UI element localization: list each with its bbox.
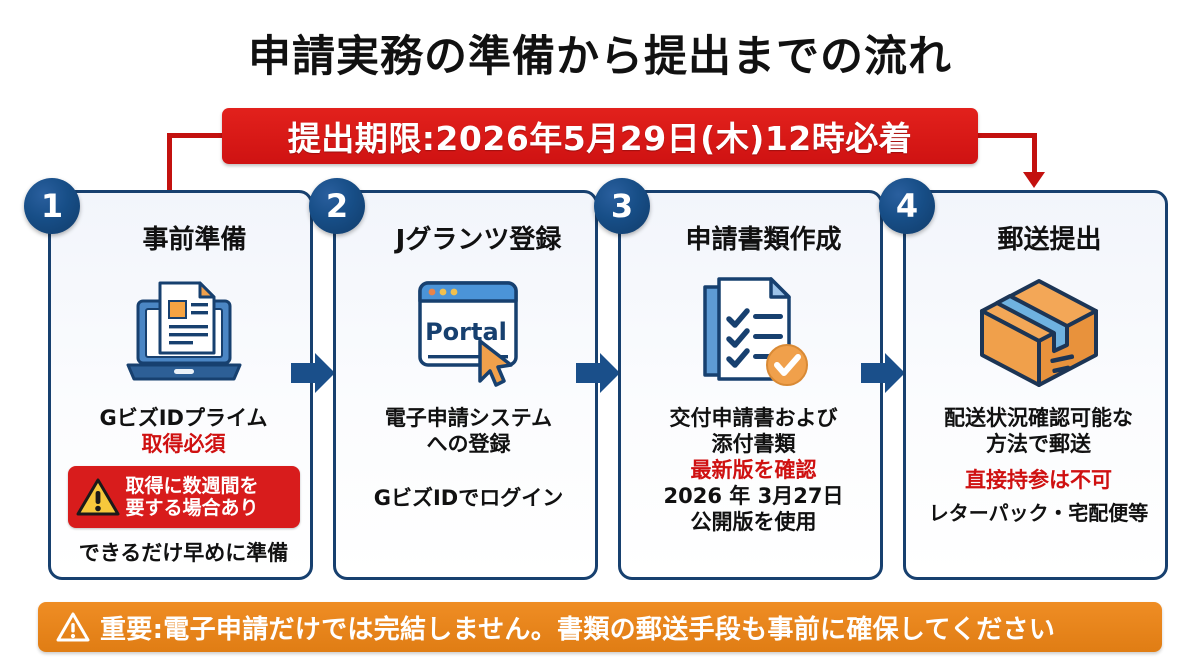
step-3-line-5: 公開版を使用 xyxy=(690,510,817,535)
flow-arrow-3-to-4 xyxy=(861,353,905,393)
checklist-document-icon xyxy=(702,277,808,386)
step-4-line-2: 方法で郵送 xyxy=(986,432,1091,457)
step-2-line-1: 電子申請システム xyxy=(384,406,553,430)
deadline-connector-arrowhead xyxy=(1023,172,1045,188)
step-1-body: GビズIDプライム 取得必須 取得に数週間を 要する場合あり できるだけ早めに準… xyxy=(51,405,316,566)
browser-portal-icon: Portal xyxy=(417,280,518,387)
step-4-line-4: レターパック・宅配便等 xyxy=(928,501,1149,526)
deadline-banner: 提出期限:2026年5月29日(木)12時必着 xyxy=(222,108,978,164)
step-2-icon-area: Portal xyxy=(336,265,601,400)
deadline-banner-text: 提出期限:2026年5月29日(木)12時必着 xyxy=(287,119,913,158)
step-2-body: 電子申請システム への登録 GビズIDでログイン xyxy=(336,405,601,511)
step-1-line-2: 取得必須 xyxy=(141,432,226,457)
step-3-line-4: 2026 年 3月27日 xyxy=(663,484,844,509)
step-4-title: 郵送提出 xyxy=(997,225,1102,255)
step-3-body: 交付申請書および 添付書類 最新版を確認 2026 年 3月27日 公開版を使用 xyxy=(621,405,886,535)
important-notice-banner: 重要:電子申請だけでは完結しません。書類の郵送手段も事前に確保してください xyxy=(38,602,1162,652)
step-3-line-1: 交付申請書および xyxy=(669,406,838,430)
step-card-2[interactable]: Jグランツ登録 Portal 電子申請システム への登録 GビズIDでログイン xyxy=(333,190,598,580)
step-1-warning-line-2: 要する場合あり xyxy=(125,497,259,520)
step-3-line-3: 最新版を確認 xyxy=(690,458,817,483)
step-4-line-1: 配送状況確認可能な xyxy=(944,406,1133,430)
page-title: 申請実務の準備から提出までの流れ xyxy=(248,32,952,82)
step-2-line-2: への登録 xyxy=(426,432,511,457)
step-1-footer: できるだけ早めに準備 xyxy=(78,541,289,566)
warning-triangle-icon xyxy=(76,478,119,516)
step-2-spacer-2 xyxy=(336,471,601,485)
deadline-connector-left-vertical xyxy=(167,133,172,193)
step-badge-3: 3 xyxy=(594,178,650,234)
important-notice-text: 重要:電子申請だけでは完結しません。書類の郵送手段も事前に確保してください xyxy=(100,614,1056,645)
step-4-line-3: 直接持参は不可 xyxy=(965,468,1112,493)
step-3-icon-area xyxy=(621,265,886,400)
shipping-box-icon xyxy=(979,278,1098,387)
portal-label: Portal xyxy=(425,318,507,346)
step-3-line-2: 添付書類 xyxy=(711,432,796,457)
step-2-line-3: GビズIDでログイン xyxy=(373,486,564,511)
flow-arrow-2-to-3 xyxy=(576,353,620,393)
step-1-warning-line-1: 取得に数週間を xyxy=(125,474,259,497)
deadline-connector-right-horizontal xyxy=(973,133,1037,138)
warning-triangle-icon xyxy=(56,612,90,643)
step-1-title: 事前準備 xyxy=(142,225,247,255)
step-badge-4: 4 xyxy=(879,178,935,234)
step-4-body: 配送状況確認可能な 方法で郵送 直接持参は不可 レターパック・宅配便等 xyxy=(906,405,1171,526)
step-2-spacer xyxy=(336,457,601,471)
step-card-1[interactable]: 事前準備 GビズIDプライム 取得必須 xyxy=(48,190,313,580)
step-4-icon-area xyxy=(906,265,1171,400)
deadline-connector-left-horizontal xyxy=(167,133,227,138)
step-1-line-1: GビズIDプライム xyxy=(99,406,268,430)
flow-arrow-1-to-2 xyxy=(291,353,335,393)
laptop-document-icon xyxy=(126,281,241,380)
step-1-warning-chip: 取得に数週間を 要する場合あり xyxy=(67,466,300,529)
step-badge-2: 2 xyxy=(309,178,365,234)
deadline-connector-right-vertical xyxy=(1032,133,1037,175)
step-2-title: Jグランツ登録 xyxy=(395,225,562,255)
step-card-4[interactable]: 郵送提出 配送状況確認可能な 方法で郵送 直接持参は不可 レターパック・宅配便等 xyxy=(903,190,1168,580)
step-1-icon-area xyxy=(51,265,316,400)
step-badge-1: 1 xyxy=(24,178,80,234)
step-3-title: 申請書類作成 xyxy=(685,225,842,255)
step-card-3[interactable]: 申請書類作成 交付申請書および 添付書類 最新版を確認 2026 年 3月27日 xyxy=(618,190,883,580)
